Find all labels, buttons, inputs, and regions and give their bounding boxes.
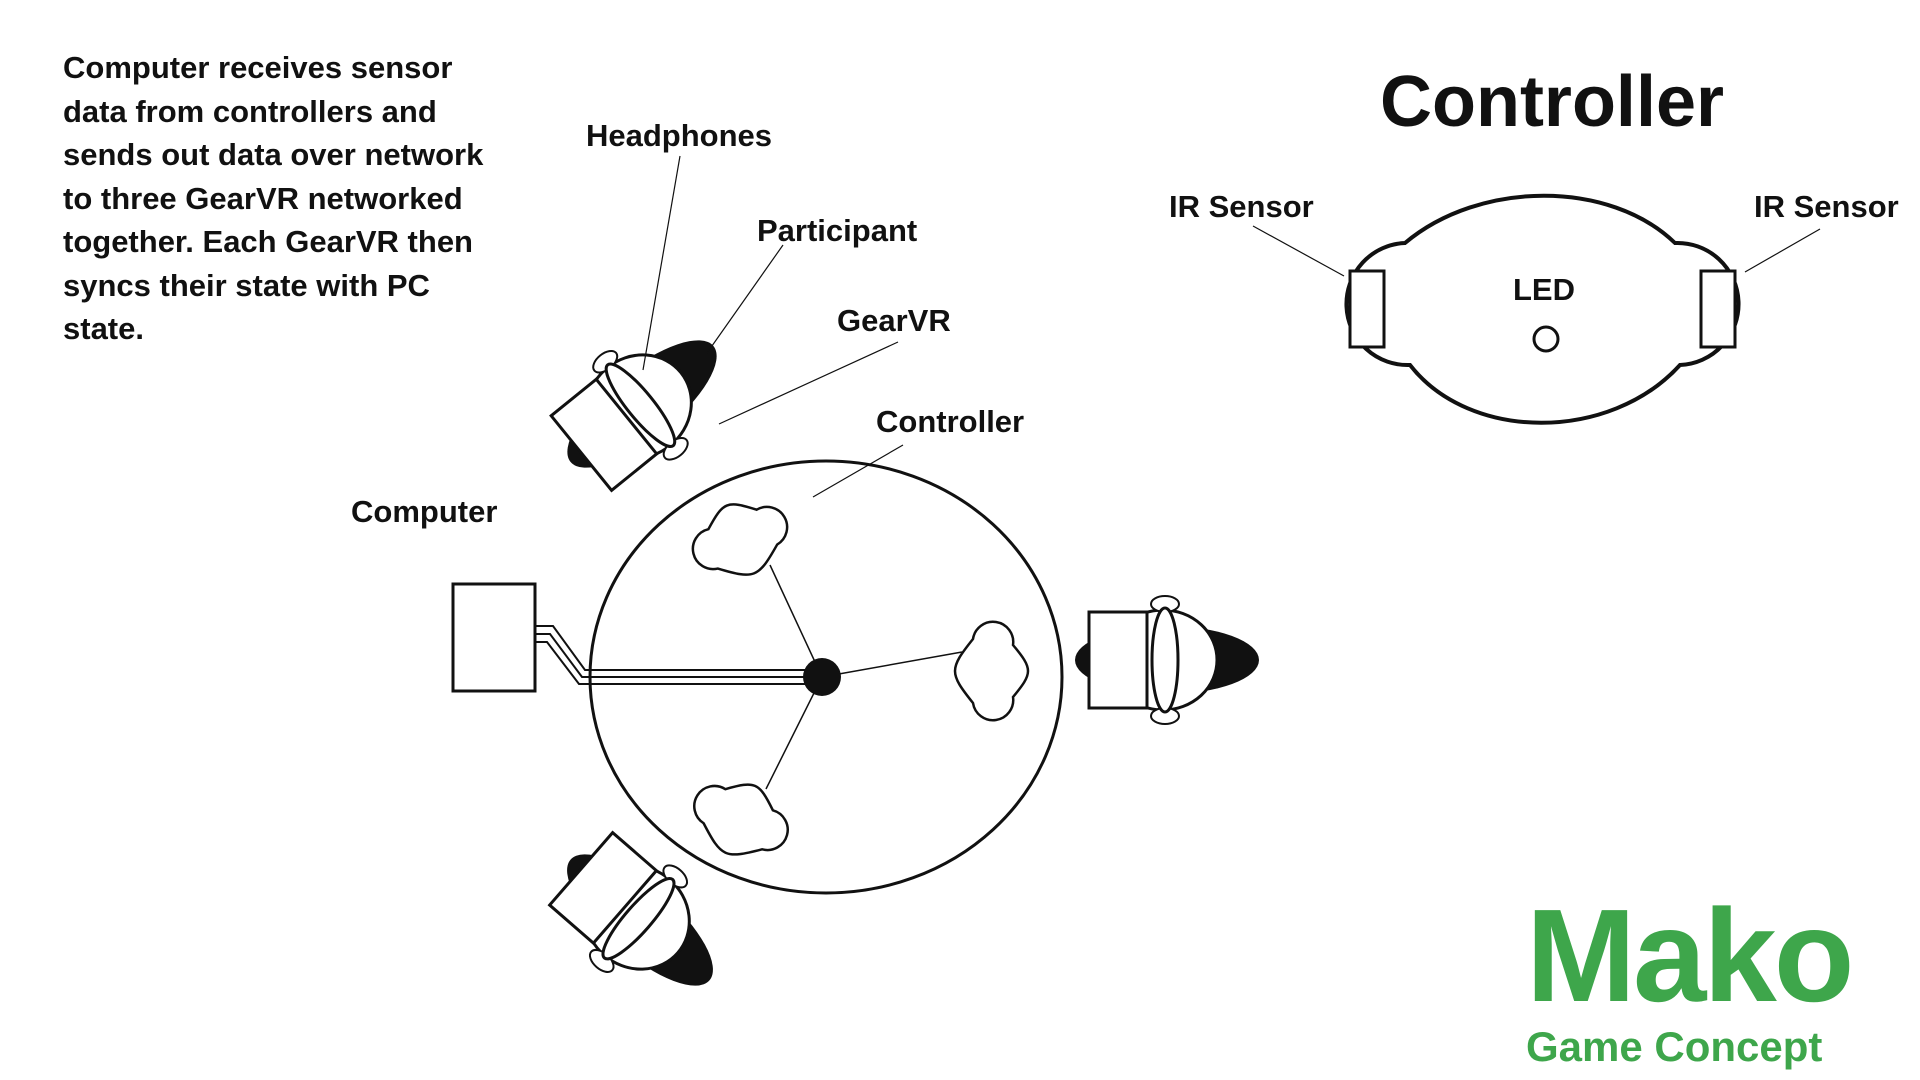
participant-icon [1073,594,1261,726]
brand-name: Mako [1526,882,1854,1029]
ir-sensor-right-label: IR Sensor [1754,189,1899,224]
leader-lines [642,155,1821,498]
headphones-label: Headphones [586,118,773,153]
computer-box [451,582,537,693]
hub-node [803,658,841,696]
ir-sensor-left-label: IR Sensor [1169,189,1314,224]
brand-subtitle: Game Concept [1526,1023,1823,1070]
controller-label: Controller [876,404,1025,439]
description-text: Computer receives sensor data from contr… [63,50,484,346]
controller-detail [1344,193,1741,425]
ir-sensor-right-icon [1699,269,1737,349]
network-cable [535,625,822,685]
brand-logo: Mako Game Concept [1526,882,1854,1070]
participant-icon [528,294,756,514]
participant-label: Participant [757,213,918,248]
led-label: LED [1513,272,1575,307]
gearvr-label: GearVR [837,303,951,338]
hub-wires [765,564,963,790]
controller-title: Controller [1380,62,1725,142]
led-icon [1532,325,1560,353]
ir-sensor-left-icon [1348,269,1386,349]
computer-label: Computer [351,494,498,529]
